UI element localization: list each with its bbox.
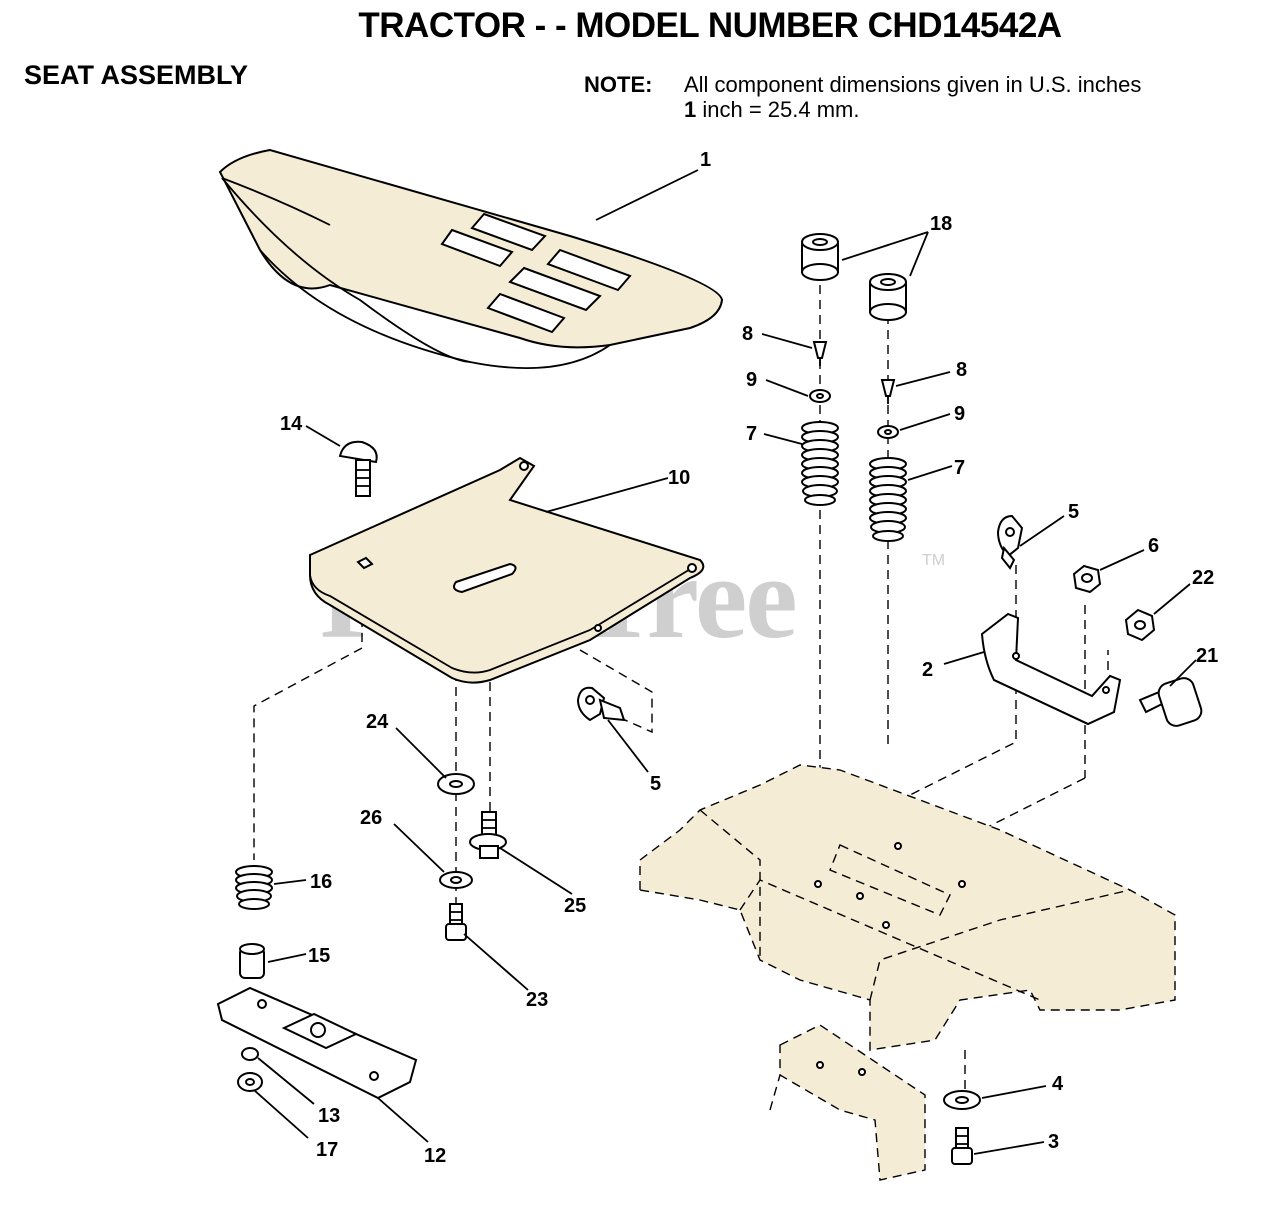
carriage-bolt-part [338, 440, 378, 497]
callout-25: 25 [564, 895, 586, 917]
pin-part-8-left [812, 341, 828, 366]
seat-pan-part [309, 456, 705, 684]
callout-26: 26 [360, 807, 382, 829]
bracket-part-2 [980, 612, 1122, 726]
note-text: All component dimensions given in U.S. i… [684, 72, 1141, 122]
callout-24: 24 [366, 711, 389, 733]
callout-4: 4 [1052, 1073, 1064, 1095]
callout-3: 3 [1048, 1131, 1059, 1153]
callout-8-right: 8 [956, 359, 967, 381]
spring-part-7-left [801, 421, 839, 506]
note-line-2-text: inch = 25.4 mm. [696, 97, 860, 122]
callout-7-right: 7 [954, 457, 965, 479]
callout-5-right: 5 [1068, 501, 1079, 523]
spring-part-7-right [869, 457, 907, 542]
spring-part-16 [235, 865, 273, 910]
callout-6: 6 [1148, 535, 1159, 557]
callout-23: 23 [526, 989, 548, 1011]
nut-part-22 [1124, 608, 1156, 642]
spacer-part-15 [239, 943, 265, 979]
callout-14: 14 [280, 413, 303, 435]
nut-part-13 [241, 1047, 259, 1061]
callout-16: 16 [310, 871, 332, 893]
washer-part-17 [237, 1072, 263, 1092]
callout-18: 18 [930, 213, 952, 235]
callout-2: 2 [922, 659, 933, 681]
note-line-2-number: 1 [684, 97, 697, 122]
tractor-frame [639, 764, 1176, 1181]
note-block: NOTE: All component dimensions given in … [584, 72, 1141, 122]
bumper-part-18-left [801, 233, 839, 281]
diagram-title: TRACTOR - - MODEL NUMBER CHD14542A [358, 6, 1062, 45]
note-label: NOTE: [584, 72, 653, 97]
callout-10: 10 [668, 467, 690, 489]
callout-7-left: 7 [746, 423, 757, 445]
knob-part-21 [1138, 677, 1203, 727]
callout-12: 12 [424, 1145, 446, 1167]
note-line-2: 1 inch = 25.4 mm. [684, 97, 1141, 122]
trademark-mark: TM [922, 552, 946, 569]
callout-8-left: 8 [742, 323, 753, 345]
washer-part-9-right [877, 425, 899, 439]
nut-part-6 [1072, 564, 1102, 594]
washer-part-24 [437, 773, 475, 795]
adjust-knob-part-5-right [996, 514, 1024, 570]
callout-9-right: 9 [954, 403, 965, 425]
callout-1: 1 [700, 149, 711, 171]
bumper-part-18-right [869, 273, 907, 321]
callout-15: 15 [308, 945, 330, 967]
shoulder-bolt-part-25 [469, 811, 507, 859]
callout-22: 22 [1192, 567, 1214, 589]
bracket-plate-part [216, 986, 418, 1100]
callout-13: 13 [318, 1105, 340, 1127]
section-title: SEAT ASSEMBLY [24, 60, 249, 90]
callout-5-left: 5 [650, 773, 661, 795]
callout-labels: 1 18 8 8 9 9 7 7 10 14 5 6 22 21 2 5 24 … [280, 149, 1218, 1167]
seat-part [218, 148, 724, 369]
leader-lines [253, 169, 1197, 1155]
washer-part-9-left [809, 389, 831, 403]
callout-17: 17 [316, 1139, 338, 1161]
washer-part-26 [439, 871, 473, 889]
bolt-part-3 [951, 1127, 973, 1165]
pin-part-8-right [880, 379, 896, 404]
note-line-1: All component dimensions given in U.S. i… [684, 72, 1142, 97]
washer-part-4 [943, 1090, 981, 1110]
adjust-knob-part-5-left [576, 686, 626, 722]
bolt-part-23 [445, 903, 467, 941]
callout-9-left: 9 [746, 369, 757, 391]
callout-21: 21 [1196, 645, 1218, 667]
